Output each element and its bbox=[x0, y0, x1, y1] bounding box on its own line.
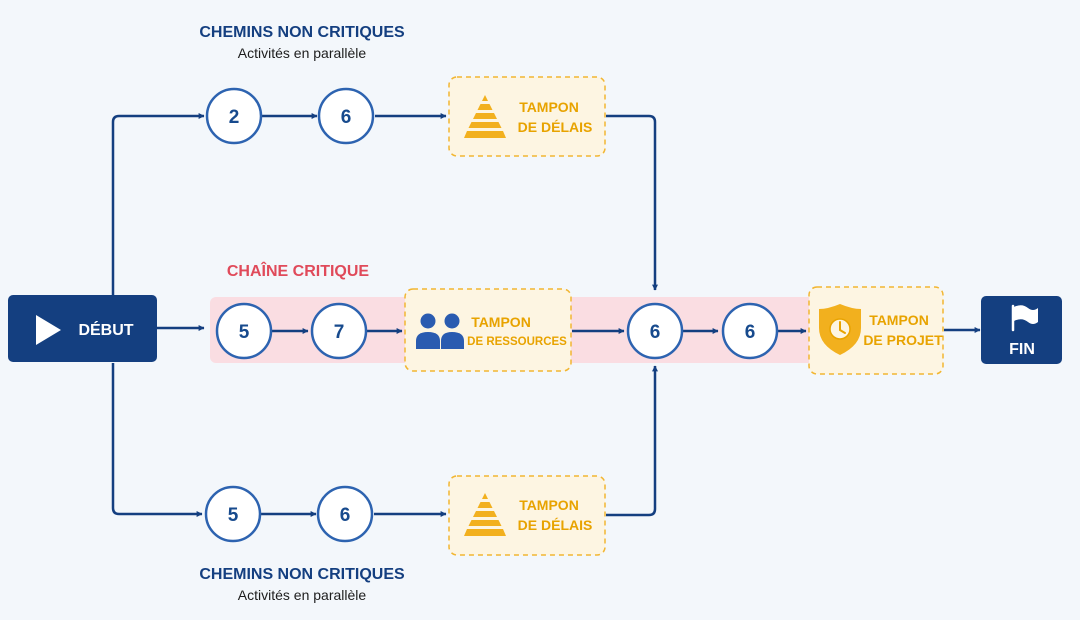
top-node-2: 6 bbox=[317, 87, 375, 145]
critical-node-2: 7 bbox=[310, 302, 368, 360]
svg-text:5: 5 bbox=[228, 505, 239, 526]
arrow-start-to-bottom bbox=[111, 363, 203, 517]
svg-text:DE PROJET: DE PROJET bbox=[863, 332, 943, 348]
critical-chain-heading: CHAÎNE CRITIQUE bbox=[227, 261, 370, 280]
top-paths-heading: CHEMINS NON CRITIQUES bbox=[199, 24, 405, 41]
project-buffer: TAMPON DE PROJET bbox=[808, 286, 944, 375]
arrow-bot-buffer-merge bbox=[606, 365, 658, 517]
play-icon bbox=[36, 315, 61, 345]
shield-clock-icon bbox=[819, 304, 861, 355]
svg-text:TAMPON: TAMPON bbox=[519, 99, 579, 115]
top-paths-subheading: Activités en parallèle bbox=[238, 45, 367, 61]
pyramid-icon bbox=[464, 95, 506, 138]
svg-text:7: 7 bbox=[334, 322, 345, 343]
svg-text:6: 6 bbox=[340, 505, 351, 526]
critical-node-4: 6 bbox=[721, 302, 779, 360]
svg-text:5: 5 bbox=[239, 322, 250, 343]
bottom-paths-heading: CHEMINS NON CRITIQUES bbox=[199, 566, 405, 583]
connectors bbox=[111, 113, 981, 517]
bottom-node-1: 5 bbox=[204, 485, 262, 543]
bottom-paths-subheading: Activités en parallèle bbox=[238, 587, 367, 603]
start-terminal: DÉBUT bbox=[8, 295, 157, 362]
svg-text:TAMPON: TAMPON bbox=[869, 312, 929, 328]
bottom-node-2: 6 bbox=[316, 485, 374, 543]
bottom-delay-buffer: TAMPON DE DÉLAIS bbox=[448, 475, 606, 556]
end-terminal: FIN bbox=[981, 296, 1062, 364]
svg-text:TAMPON: TAMPON bbox=[471, 314, 531, 330]
svg-text:DE RESSOURCES: DE RESSOURCES bbox=[467, 336, 567, 348]
svg-text:6: 6 bbox=[341, 107, 352, 128]
svg-text:6: 6 bbox=[650, 322, 661, 343]
top-delay-buffer: TAMPON DE DÉLAIS bbox=[448, 76, 606, 157]
flag-icon bbox=[1011, 304, 1038, 332]
svg-text:FIN: FIN bbox=[1009, 341, 1035, 358]
svg-text:TAMPON: TAMPON bbox=[519, 497, 579, 513]
top-node-1: 2 bbox=[205, 87, 263, 145]
svg-text:DÉBUT: DÉBUT bbox=[78, 320, 133, 339]
svg-text:6: 6 bbox=[745, 322, 756, 343]
resource-buffer: TAMPON DE RESSOURCES bbox=[404, 288, 572, 372]
people-icon bbox=[416, 313, 464, 349]
pyramid-icon bbox=[464, 493, 506, 536]
svg-text:2: 2 bbox=[229, 107, 240, 128]
arrow-top-buffer-merge bbox=[606, 114, 658, 291]
critical-node-3: 6 bbox=[626, 302, 684, 360]
svg-text:DE DÉLAIS: DE DÉLAIS bbox=[518, 517, 593, 533]
svg-text:DE DÉLAIS: DE DÉLAIS bbox=[518, 119, 593, 135]
critical-node-1: 5 bbox=[215, 302, 273, 360]
arrow-start-to-top bbox=[111, 113, 205, 295]
